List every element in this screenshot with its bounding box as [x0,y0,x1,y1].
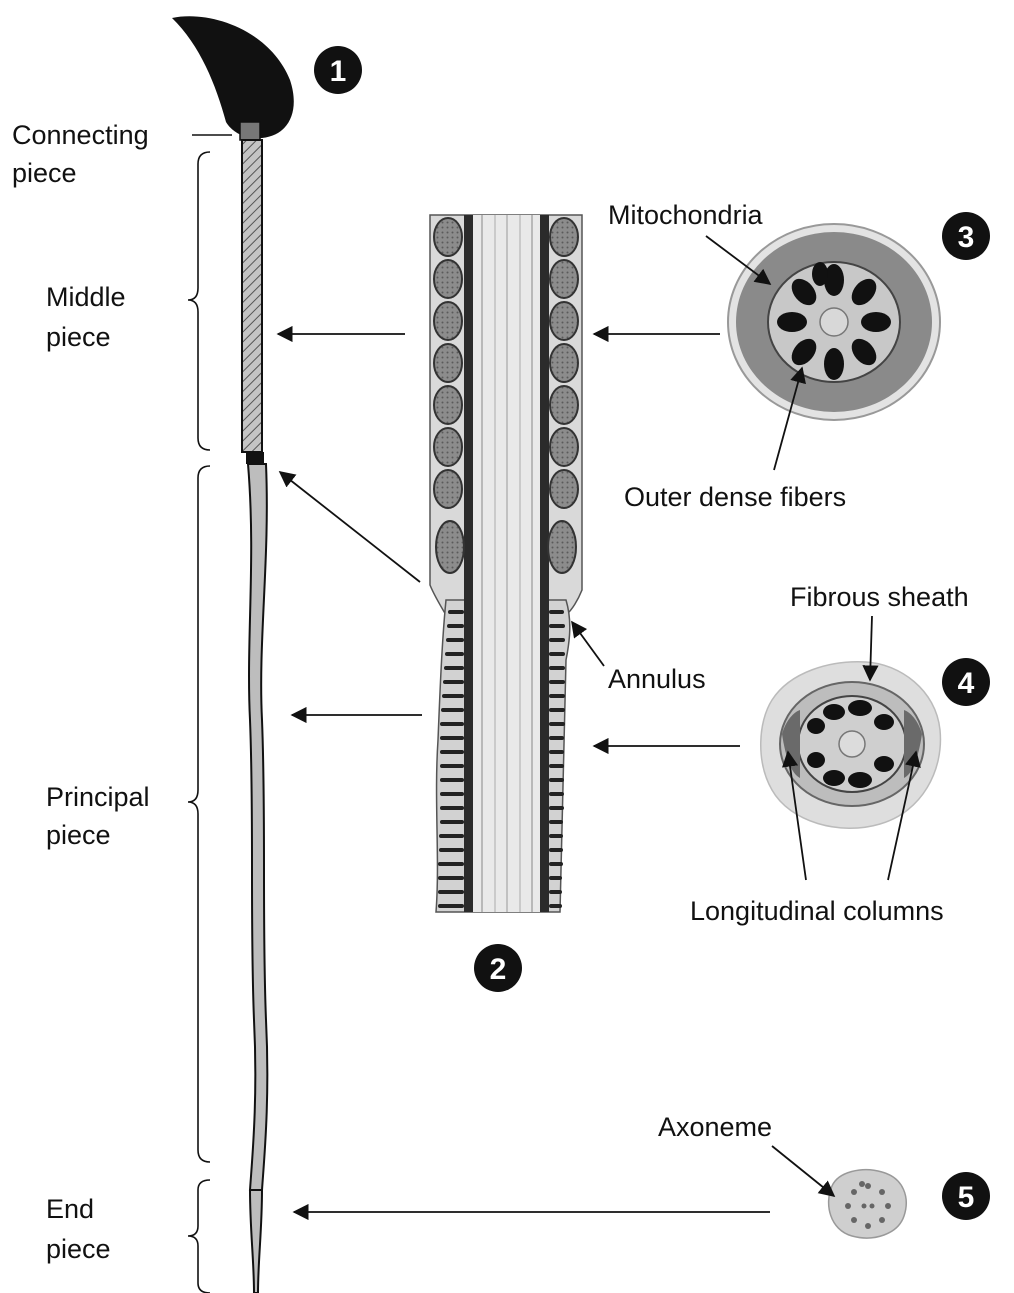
longitudinal-section [430,215,582,912]
end-piece-shape [250,1190,262,1293]
cross-section-midpiece [728,224,940,420]
region-braces [188,135,232,1293]
mito-l3 [434,302,462,340]
middle-piece-line1: Middle [46,282,126,312]
mito-l7 [434,470,462,508]
marker-1: 1 [314,46,362,94]
central-pair [862,1204,867,1209]
dense-fiber-left [464,215,473,912]
connecting-piece-shape [240,122,260,140]
mito-l8 [436,521,464,573]
marker-3-number: 3 [958,221,975,254]
cs3-axoneme-center [820,308,848,336]
pointer-annulus [572,622,604,666]
end-piece-line2: piece [46,1234,111,1264]
pointer-axoneme [772,1146,834,1196]
cs4-fiber [823,770,845,786]
cross-section-end [829,1170,907,1238]
mitochondria-label: Mitochondria [608,200,764,230]
cross-section-principal [761,662,941,828]
mito-l2 [434,260,462,298]
central-pair [870,1204,875,1209]
middle-piece-line2: piece [46,322,111,352]
principal-piece-line1: Principal [46,782,150,812]
arrow-annulus-to-sperm [280,472,420,582]
marker-5-number: 5 [958,1181,975,1214]
doublet [879,1217,885,1223]
mito-l4 [434,344,462,382]
cs3-fiber [777,312,807,332]
annulus-label: Annulus [608,664,706,694]
mito-r3 [550,302,578,340]
connecting-piece-label: Connecting piece [12,120,156,188]
mito-r7 [550,470,578,508]
mito-r2 [550,260,578,298]
marker-4: 4 [942,658,990,706]
cs4-fiber [823,704,845,720]
doublet [851,1217,857,1223]
marker-2-number: 2 [490,953,507,986]
principal-piece-shape [248,464,267,1190]
mito-r8 [548,521,576,573]
cs3-fiber [824,348,844,380]
connecting-piece-line2: piece [12,158,77,188]
end-piece-label: End piece [46,1194,111,1264]
doublet [851,1189,857,1195]
principal-piece-brace [188,466,210,1162]
middle-piece-shape [242,140,262,452]
doublet [865,1223,871,1229]
middle-piece-label: Middle piece [46,282,133,352]
end-piece-line1: End [46,1194,94,1224]
mito-r5 [550,386,578,424]
cs4-fiber [874,756,894,772]
connecting-piece-line1: Connecting [12,120,149,150]
principal-piece-label: Principal piece [46,782,157,850]
cs4-fiber [874,714,894,730]
cs4-fiber [807,752,825,768]
doublet [885,1203,891,1209]
doublet [859,1181,865,1187]
axoneme-label: Axoneme [658,1112,772,1142]
cs4-fiber [848,700,872,716]
mito-r6 [550,428,578,466]
mito-r1 [550,218,578,256]
doublet [865,1183,871,1189]
end-piece-brace [188,1180,210,1293]
marker-2: 2 [474,944,522,992]
principal-piece-line2: piece [46,820,111,850]
fibrous-sheath-label: Fibrous sheath [790,582,969,612]
middle-piece-brace [188,152,210,450]
sperm-head [172,16,294,138]
marker-5: 5 [942,1172,990,1220]
cs4-axoneme-center [839,731,865,757]
doublet [879,1189,885,1195]
longitudinal-columns-label: Longitudinal columns [690,896,944,926]
marker-1-number: 1 [330,55,347,88]
dense-fiber-right [540,215,549,912]
marker-4-number: 4 [958,667,975,700]
cs4-fiber [848,772,872,788]
doublet [845,1203,851,1209]
mito-l1 [434,218,462,256]
mito-l6 [434,428,462,466]
cs4-fiber [807,718,825,734]
mito-r4 [550,344,578,382]
outer-dense-fibers-label: Outer dense fibers [624,482,846,512]
annulus-band [246,452,264,464]
cs3-fiber [861,312,891,332]
cs3-fiber [812,262,828,286]
whole-sperm-figure [172,16,294,1293]
mito-l5 [434,386,462,424]
marker-3: 3 [942,212,990,260]
